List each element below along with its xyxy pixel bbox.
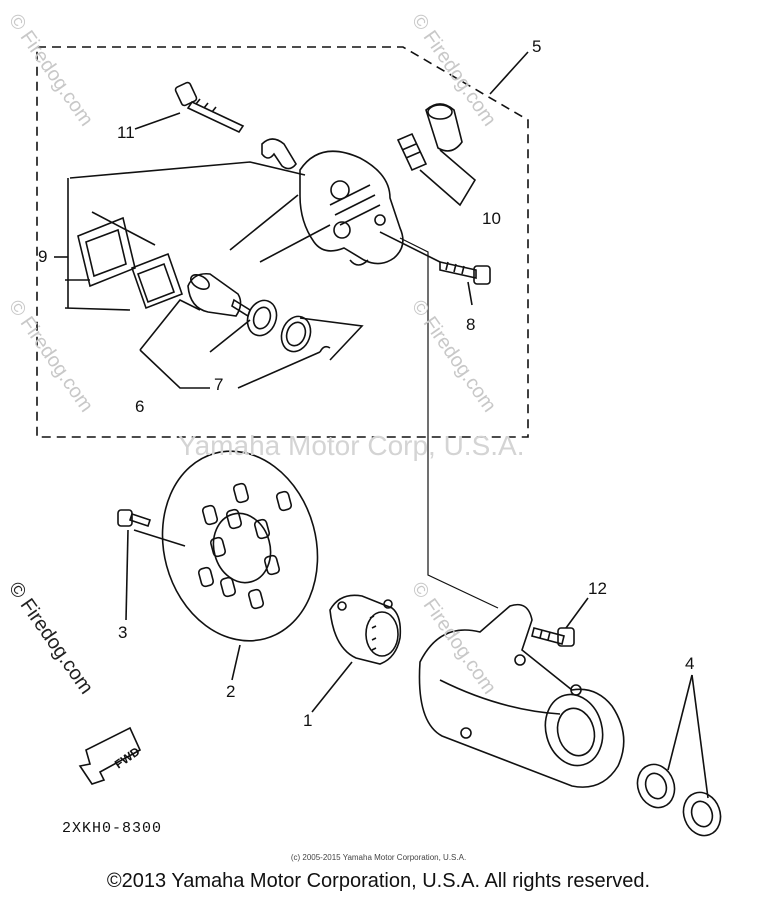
callout-7: 7 [214, 375, 224, 394]
callout-3: 3 [118, 623, 128, 642]
part-7-seals [246, 299, 331, 353]
pad-spring-clip [261, 138, 297, 170]
callout-4: 4 [685, 654, 695, 673]
callout-9: 9 [38, 247, 48, 266]
caliper-body [299, 150, 404, 266]
part-10-bleeder [396, 103, 463, 172]
copyright-notice: ©2013 Yamaha Motor Corporation, U.S.A. A… [106, 870, 651, 892]
part-8-bolt [439, 261, 491, 285]
callout-8: 8 [466, 315, 476, 334]
part-3-bolt [117, 509, 152, 528]
part-11-bolt [174, 81, 245, 134]
part-4-nuts [636, 763, 722, 837]
part-12-bolt [531, 627, 575, 647]
callout-1: 1 [303, 711, 313, 730]
callout-2: 2 [226, 682, 236, 701]
callout-10: 10 [482, 209, 501, 228]
part-9-brake-pads [77, 216, 184, 310]
caliper-assembly-boundary [36, 46, 529, 438]
callout-11: 11 [117, 123, 135, 142]
fwd-arrow-icon [78, 726, 142, 785]
callout-12: 12 [588, 579, 607, 598]
watermark-center: Yamaha Motor Corp, U.S.A. [178, 430, 525, 461]
callout-6: 6 [135, 397, 145, 416]
part-2-brake-disc [161, 450, 319, 642]
part-code: 2XKH0-8300 [62, 820, 163, 837]
small-copyright: (c) 2005-2015 Yamaha Motor Corporation, … [290, 853, 467, 862]
caliper-bracket [418, 603, 625, 788]
callout-5: 5 [532, 37, 542, 56]
part-1-hub [329, 594, 402, 665]
